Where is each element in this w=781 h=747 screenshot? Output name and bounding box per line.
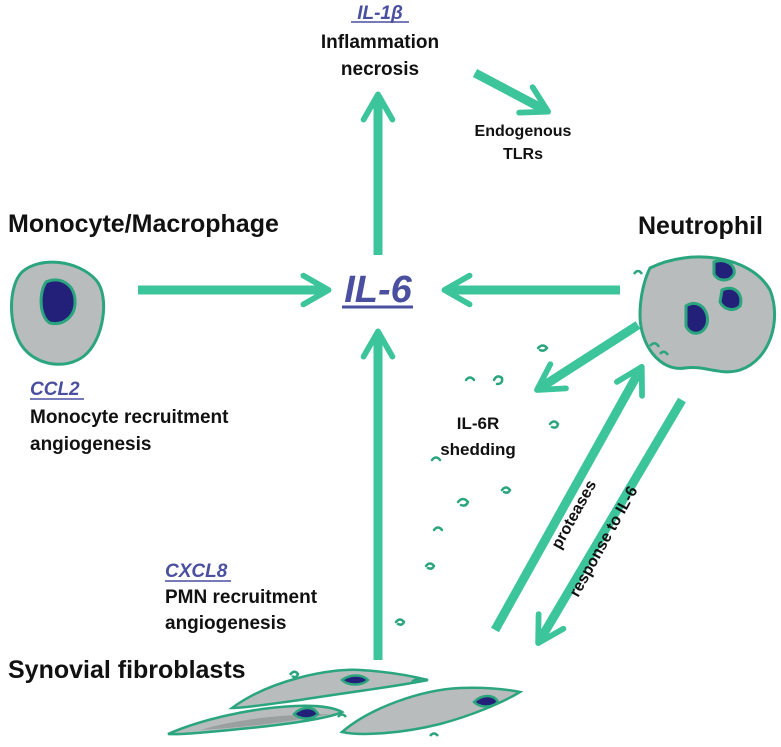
il1b-effect-line2: necrosis (341, 59, 419, 80)
arrows (138, 69, 686, 660)
arrow-response-to-il6 (535, 397, 686, 646)
monocyte-effect-line1: Monocyte recruitment (30, 407, 229, 428)
monocyte-title: Monocyte/Macrophage (8, 210, 279, 238)
receptor-fragment-icon (430, 456, 442, 462)
arrow-neutrophil-to-il6r (534, 321, 641, 393)
receptor-fragment-icon (456, 497, 470, 507)
neutrophil-cell-icon (632, 255, 777, 374)
monocyte-cell-icon (10, 260, 106, 366)
fibroblast-cells-icon (167, 668, 524, 737)
receptor-fragment-icon (394, 618, 406, 626)
receptor-fragment-icon (548, 420, 560, 429)
receptor-fragment-icons (394, 344, 560, 626)
neutrophil-title: Neutrophil (638, 212, 763, 240)
fibroblast-effect-line2: angiogenesis (165, 613, 286, 634)
receptor-fragment-icon (424, 562, 436, 570)
fibroblast-effect-line1: PMN recruitment (165, 587, 318, 608)
il1b-effect-line1: Inflammation (321, 32, 439, 53)
il1b-gene-label: IL-1β (357, 3, 403, 24)
receptor-fragment-icon (464, 376, 476, 382)
endogenous-tlrs-line2: TLRs (503, 146, 543, 163)
arrow-proteases (491, 363, 645, 633)
receptor-fragment-icon (500, 486, 512, 494)
receptor-fragment-icon (536, 344, 549, 352)
il6r-line2: shedding (440, 440, 516, 459)
ccl2-gene-label: CCL2 (30, 379, 80, 400)
il6r-line1: IL-6R (457, 414, 500, 433)
monocyte-effect-line2: angiogenesis (30, 434, 151, 455)
il6-label: IL-6 (344, 269, 412, 311)
arrow-to-endogenous-tlrs (472, 69, 552, 116)
endogenous-tlrs-line1: Endogenous (475, 123, 572, 140)
receptor-fragment-icon (492, 375, 504, 386)
fibroblast-title: Synovial fibroblasts (8, 656, 246, 684)
cxcl8-gene-label: CXCL8 (165, 561, 228, 582)
receptor-fragment-icon (432, 526, 444, 532)
